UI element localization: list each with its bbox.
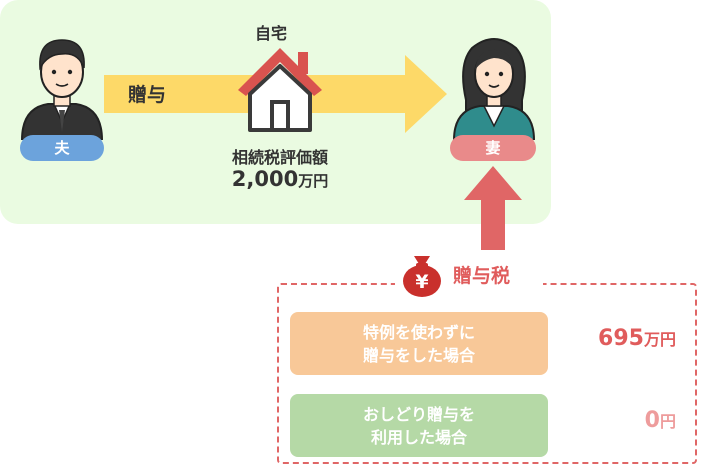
case-1-line2: 贈与をした場合 <box>362 345 475 365</box>
case-2-amount-unit: 円 <box>659 412 676 431</box>
house-icon <box>238 48 322 132</box>
case-2-amount-number: 0 <box>644 408 660 433</box>
case-2-tax-amount: 0円 <box>645 408 676 433</box>
case-1-amount-number: 695 <box>598 326 644 351</box>
valuation-label: 相続税評価額 <box>231 148 328 167</box>
case-spousal-gift-rule: おしどり贈与を 利用した場合 <box>290 394 548 457</box>
husband-label: 夫 <box>20 135 104 161</box>
case-without-special-rule: 特例を使わずに 贈与をした場合 <box>290 312 548 375</box>
wife-avatar <box>452 38 536 140</box>
valuation-amount: 2,000万円 <box>200 167 360 191</box>
case-1-amount-unit: 万円 <box>643 330 676 349</box>
valuation-amount-unit: 万円 <box>298 172 329 190</box>
valuation-amount-number: 2,000 <box>231 167 299 191</box>
case-2-line2: 利用した場合 <box>370 427 467 447</box>
home-label: 自宅 <box>255 24 288 43</box>
case-1-line1: 特例を使わずに <box>362 322 475 342</box>
gift-tax-title: 贈与税 <box>453 265 511 287</box>
money-bag-icon: ¥ <box>403 256 441 297</box>
gift-label: 贈与 <box>128 84 167 106</box>
wife-label: 妻 <box>450 135 536 161</box>
case-2-line1: おしどり贈与を <box>362 404 475 424</box>
husband-avatar <box>20 39 104 140</box>
case-1-tax-amount: 695万円 <box>598 326 676 351</box>
money-bag-symbol: ¥ <box>415 271 428 293</box>
